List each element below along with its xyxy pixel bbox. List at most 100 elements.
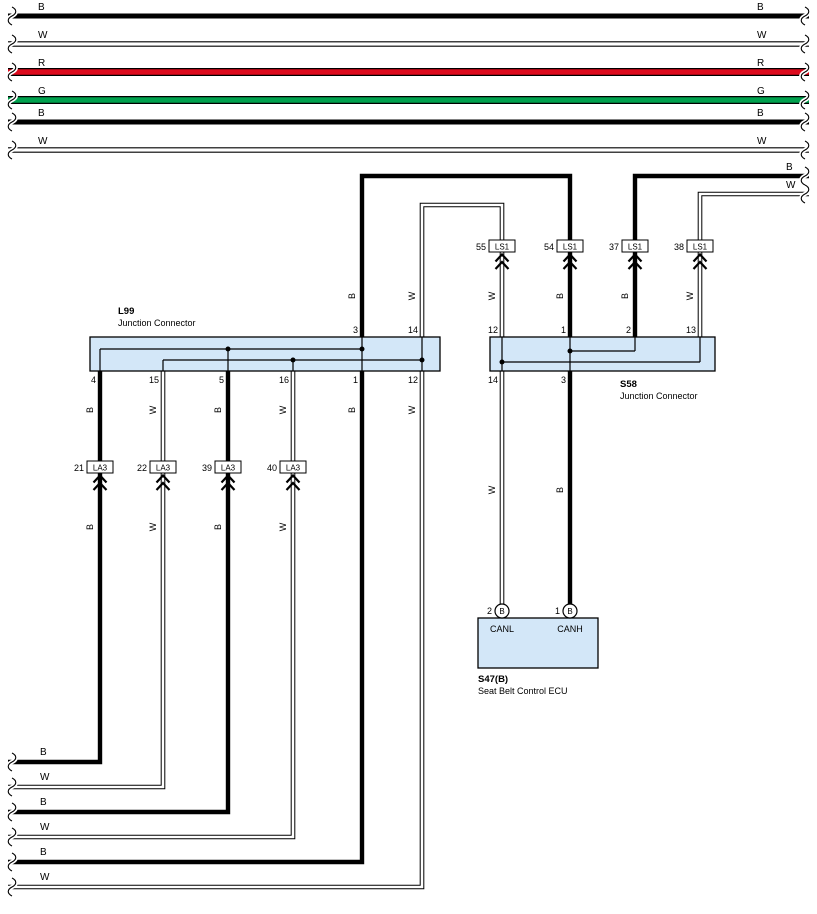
pin-number: 16	[279, 375, 289, 385]
wire-w-l99-16-exit-outline	[8, 371, 296, 840]
connector-name: S47(B)	[478, 674, 508, 685]
wire-w-l99-14-to-s58-12-core	[420, 203, 504, 337]
la3-labels: 21 22 39 40 LA3 LA3 LA3 LA3 B W B W	[74, 463, 301, 531]
ls1-box	[686, 239, 714, 253]
wire-color-label: B	[213, 407, 223, 413]
terminal-code: B	[499, 607, 504, 616]
junction-dot	[499, 359, 505, 365]
connector-code: LA3	[286, 464, 301, 473]
la3-box	[214, 460, 242, 474]
wire-color-label: B	[40, 797, 47, 808]
wire-color-label: W	[40, 772, 50, 783]
wire-color-label: G	[38, 86, 46, 97]
s58-labels: S58 Junction Connector 12 1 2 13 14 3 W …	[487, 325, 698, 494]
wire-color-label: R	[38, 58, 45, 69]
pin-number: 3	[561, 375, 566, 385]
terminal-code: B	[567, 607, 572, 616]
junction-dot	[419, 357, 425, 363]
wire-color-label: W	[278, 405, 288, 414]
pin-number: 12	[408, 375, 418, 385]
junction-dot	[359, 346, 365, 352]
connector-description: Seat Belt Control ECU	[478, 686, 568, 696]
wire-color-label: W	[685, 291, 695, 300]
l99-labels: L99 Junction Connector 3 14 B W 4 15 5 1…	[85, 291, 418, 414]
wire-b-l99-5-exit	[8, 371, 231, 815]
connector-description: Junction Connector	[118, 318, 196, 328]
junction-connector-l99	[89, 336, 441, 372]
junction-dot	[567, 348, 573, 354]
left-exit-labels: B W B W B W	[40, 747, 50, 883]
connector-code: LA3	[93, 464, 108, 473]
seat-belt-ecu	[477, 603, 599, 669]
pin-number: 40	[267, 463, 277, 473]
wire-color-label: B	[757, 108, 764, 119]
ls1-box	[556, 239, 584, 253]
wire-color-label: B	[555, 487, 565, 493]
wire-color-label: B	[85, 407, 95, 413]
wire-color-label: B	[38, 108, 45, 119]
wire-color-label: W	[487, 291, 497, 300]
wire-b-l99-1-exit	[8, 371, 365, 865]
connector-name: L99	[118, 306, 134, 317]
pin-number: 1	[561, 325, 566, 335]
wire-w-l99-15-exit-outline	[8, 371, 166, 790]
pin-number: 12	[488, 325, 498, 335]
pin-number: 4	[91, 375, 96, 385]
wire-w-s58-13-exit-core	[698, 192, 809, 337]
signal-label-canh: CANH	[557, 624, 583, 634]
wire-w-l99-12-exit-core	[8, 371, 424, 889]
pin-number: 21	[74, 463, 84, 473]
wire-color-label: B	[555, 293, 565, 299]
junction-dot	[290, 357, 296, 363]
wire-b-l99-4-exit	[8, 371, 103, 765]
black-wires	[8, 173, 809, 865]
la3-box	[279, 460, 307, 474]
wire-color-label: W	[40, 872, 50, 883]
wire-color-label: B	[213, 524, 223, 530]
wire-color-label: B	[347, 407, 357, 413]
connector-code: LS1	[628, 243, 643, 252]
wire-color-label: B	[347, 293, 357, 299]
s58-box	[489, 336, 716, 372]
wire-color-label: G	[757, 86, 765, 97]
pin-number: 1	[555, 606, 560, 616]
ls1-box	[488, 239, 516, 253]
ecu-labels: 2 1 B B CANL CANH S47(B) Seat Belt Contr…	[478, 606, 583, 696]
la3-box	[149, 460, 177, 474]
pin-number: 5	[219, 375, 224, 385]
wire-color-label: B	[757, 2, 764, 13]
connector-code: LS1	[563, 243, 578, 252]
wire-color-label: B	[38, 2, 45, 13]
connector-code: LA3	[156, 464, 171, 473]
connector-code: LS1	[693, 243, 708, 252]
connector-name: S58	[620, 379, 637, 390]
ls1-labels: 55 54 37 38 LS1 LS1 LS1 LS1 W B B W	[476, 242, 708, 300]
wire-color-label: W	[278, 522, 288, 531]
shield-connectors-ls1	[488, 239, 714, 271]
pin-number: 1	[353, 375, 358, 385]
pin-number: 38	[674, 242, 684, 252]
pin-number: 15	[149, 375, 159, 385]
wire-color-label: B	[40, 847, 47, 858]
terminal-circle-canh	[562, 603, 578, 619]
wire-color-label: B	[40, 747, 47, 758]
connector-description: Junction Connector	[620, 391, 698, 401]
wire-b-l99-3-to-s58-1	[359, 173, 573, 337]
junction-connector-s58	[489, 336, 716, 372]
ls1-box	[621, 239, 649, 253]
top-bus-lines	[8, 13, 809, 153]
wire-color-label: W	[407, 291, 417, 300]
pin-number: 2	[487, 606, 492, 616]
wire-color-label: W	[407, 405, 417, 414]
wire-b-s58-2-exit	[632, 173, 809, 337]
pin-number: 13	[686, 325, 696, 335]
pin-number: 2	[626, 325, 631, 335]
terminal-circle-canl	[494, 603, 510, 619]
connector-code: LS1	[495, 243, 510, 252]
wire-w-l99-16-exit-core	[8, 371, 295, 839]
wire-color-label: W	[786, 180, 796, 191]
wire-color-label: W	[40, 822, 50, 833]
wire-w-l99-15-exit-core	[8, 371, 165, 789]
